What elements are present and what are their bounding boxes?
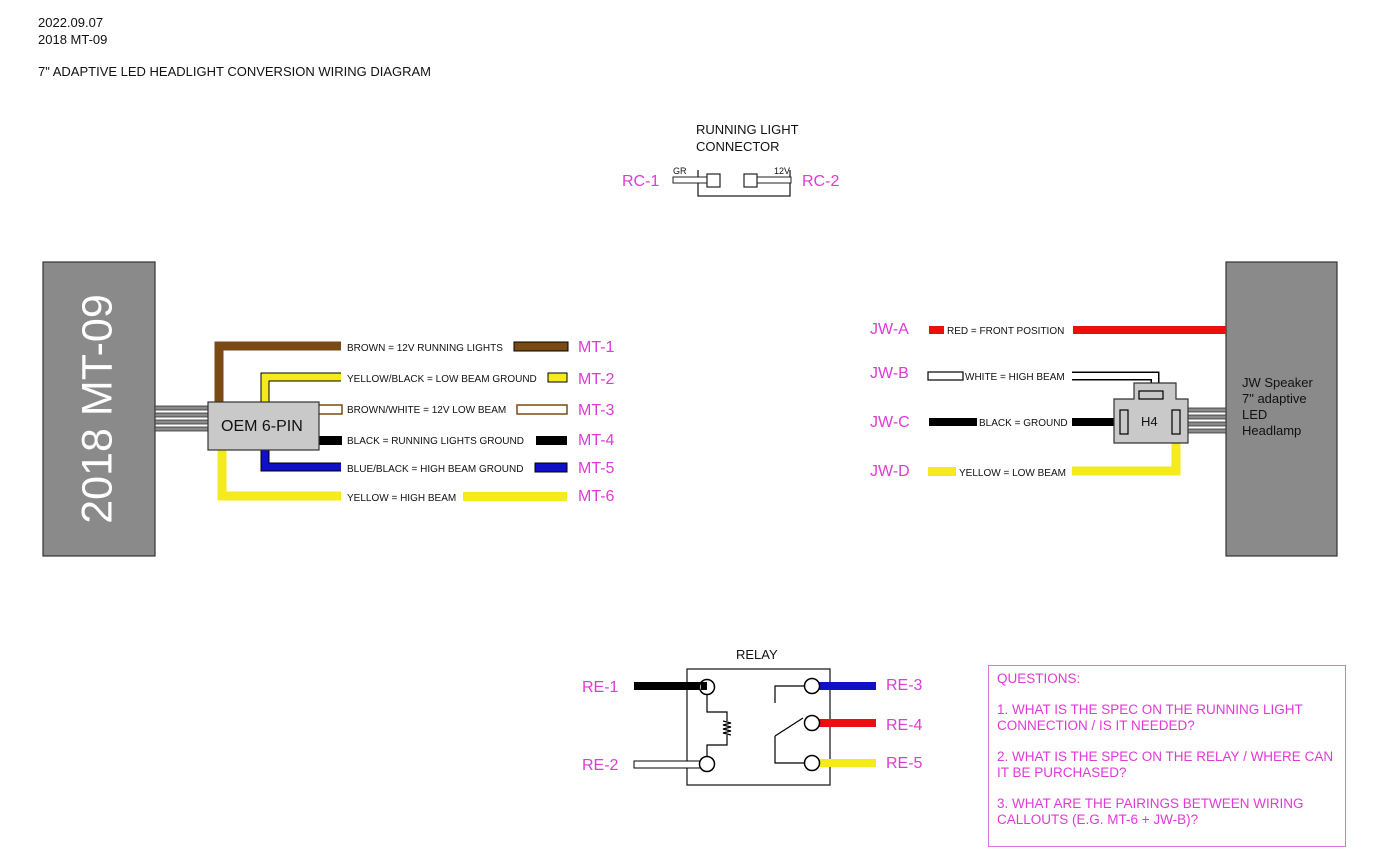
bike-label: 2018 MT-09 — [73, 294, 121, 523]
jw-a-callout: JW-A — [870, 321, 909, 338]
headlamp-label-3: LED — [1242, 407, 1267, 422]
jw-c-callout: JW-C — [870, 414, 910, 431]
mt-6-wire-label: YELLOW = HIGH BEAM — [347, 493, 456, 504]
rc-gr-pin-label: GR — [673, 166, 687, 176]
rc-12v-pin-label: 12V — [774, 166, 790, 176]
mt-4-wire-label: BLACK = RUNNING LIGHTS GROUND — [347, 436, 524, 447]
mt-5-callout: MT-5 — [578, 460, 615, 477]
header-model: 2018 MT-09 — [38, 32, 107, 47]
re-2-callout: RE-2 — [582, 757, 619, 774]
headlamp-housing: JW Speaker 7" adaptive LED Headlamp — [1225, 261, 1338, 557]
mt-5-wire-label: BLUE/BLACK = HIGH BEAM GROUND — [347, 464, 523, 475]
headlamp-harness — [1187, 407, 1227, 434]
headlamp-label-2: 7" adaptive — [1242, 391, 1307, 406]
rc-2-callout: RC-2 — [802, 173, 839, 190]
relay-title: RELAY — [736, 647, 778, 662]
jw-c-wire-label: BLACK = GROUND — [979, 418, 1068, 429]
jw-labels: RED = FRONT POSITION WHITE = HIGH BEAM B… — [870, 321, 1068, 480]
re-5-callout: RE-5 — [886, 755, 923, 772]
mt-4-callout: MT-4 — [578, 432, 615, 449]
mt-2-callout: MT-2 — [578, 371, 615, 388]
running-light-title-2: CONNECTOR — [696, 139, 780, 154]
mt-2-wire-label: YELLOW/BLACK = LOW BEAM GROUND — [347, 374, 537, 385]
bike-harness — [154, 405, 209, 432]
mt-3-wire-label: BROWN/WHITE = 12V LOW BEAM — [347, 405, 506, 416]
jw-d-callout: JW-D — [870, 463, 910, 480]
jw-b-callout: JW-B — [870, 365, 909, 382]
header-date: 2022.09.07 — [38, 15, 103, 30]
jw-a-wire-label: RED = FRONT POSITION — [947, 326, 1064, 337]
oem-connector-label: OEM 6-PIN — [221, 418, 303, 435]
diagram-title: 7" ADAPTIVE LED HEADLIGHT CONVERSION WIR… — [38, 64, 431, 79]
running-light-connector: RUNNING LIGHT CONNECTOR GR 12V RC-1 RC-2 — [622, 122, 839, 197]
rc-1-callout: RC-1 — [622, 173, 659, 190]
mt-6-callout: MT-6 — [578, 488, 615, 505]
question-2: 2. WHAT IS THE SPEC ON THE RELAY / WHERE… — [997, 749, 1334, 780]
mt-labels: BROWN = 12V RUNNING LIGHTS YELLOW/BLACK … — [347, 339, 615, 505]
oem-6-pin-connector: OEM 6-PIN — [207, 401, 320, 451]
mt-wires — [214, 341, 569, 501]
jw-b-wire-label: WHITE = HIGH BEAM — [965, 372, 1065, 383]
headlamp-label-1: JW Speaker — [1242, 375, 1313, 390]
question-3: 3. WHAT ARE THE PAIRINGS BETWEEN WIRING … — [997, 796, 1304, 827]
mt-1-wire-label: BROWN = 12V RUNNING LIGHTS — [347, 343, 503, 354]
running-light-title-1: RUNNING LIGHT — [696, 122, 799, 137]
re-3-callout: RE-3 — [886, 677, 923, 694]
mt-1-callout: MT-1 — [578, 339, 615, 356]
questions-heading: QUESTIONS: — [997, 671, 1081, 686]
relay: RELAY RE-1 RE-2 RE-3 RE-4 RE-5 — [582, 647, 923, 786]
re-1-callout: RE-1 — [582, 679, 619, 696]
h4-connector-label: H4 — [1141, 414, 1158, 429]
question-1: 1. WHAT IS THE SPEC ON THE RUNNING LIGHT… — [997, 702, 1303, 733]
headlamp-label-4: Headlamp — [1242, 423, 1301, 438]
jw-d-wire-label: YELLOW = LOW BEAM — [959, 468, 1066, 479]
re-4-callout: RE-4 — [886, 717, 923, 734]
bike-housing: 2018 MT-09 — [42, 261, 156, 557]
h4-connector: H4 — [1113, 382, 1189, 444]
mt-3-callout: MT-3 — [578, 402, 615, 419]
questions-box: QUESTIONS: 1. WHAT IS THE SPEC ON THE RU… — [988, 665, 1346, 847]
